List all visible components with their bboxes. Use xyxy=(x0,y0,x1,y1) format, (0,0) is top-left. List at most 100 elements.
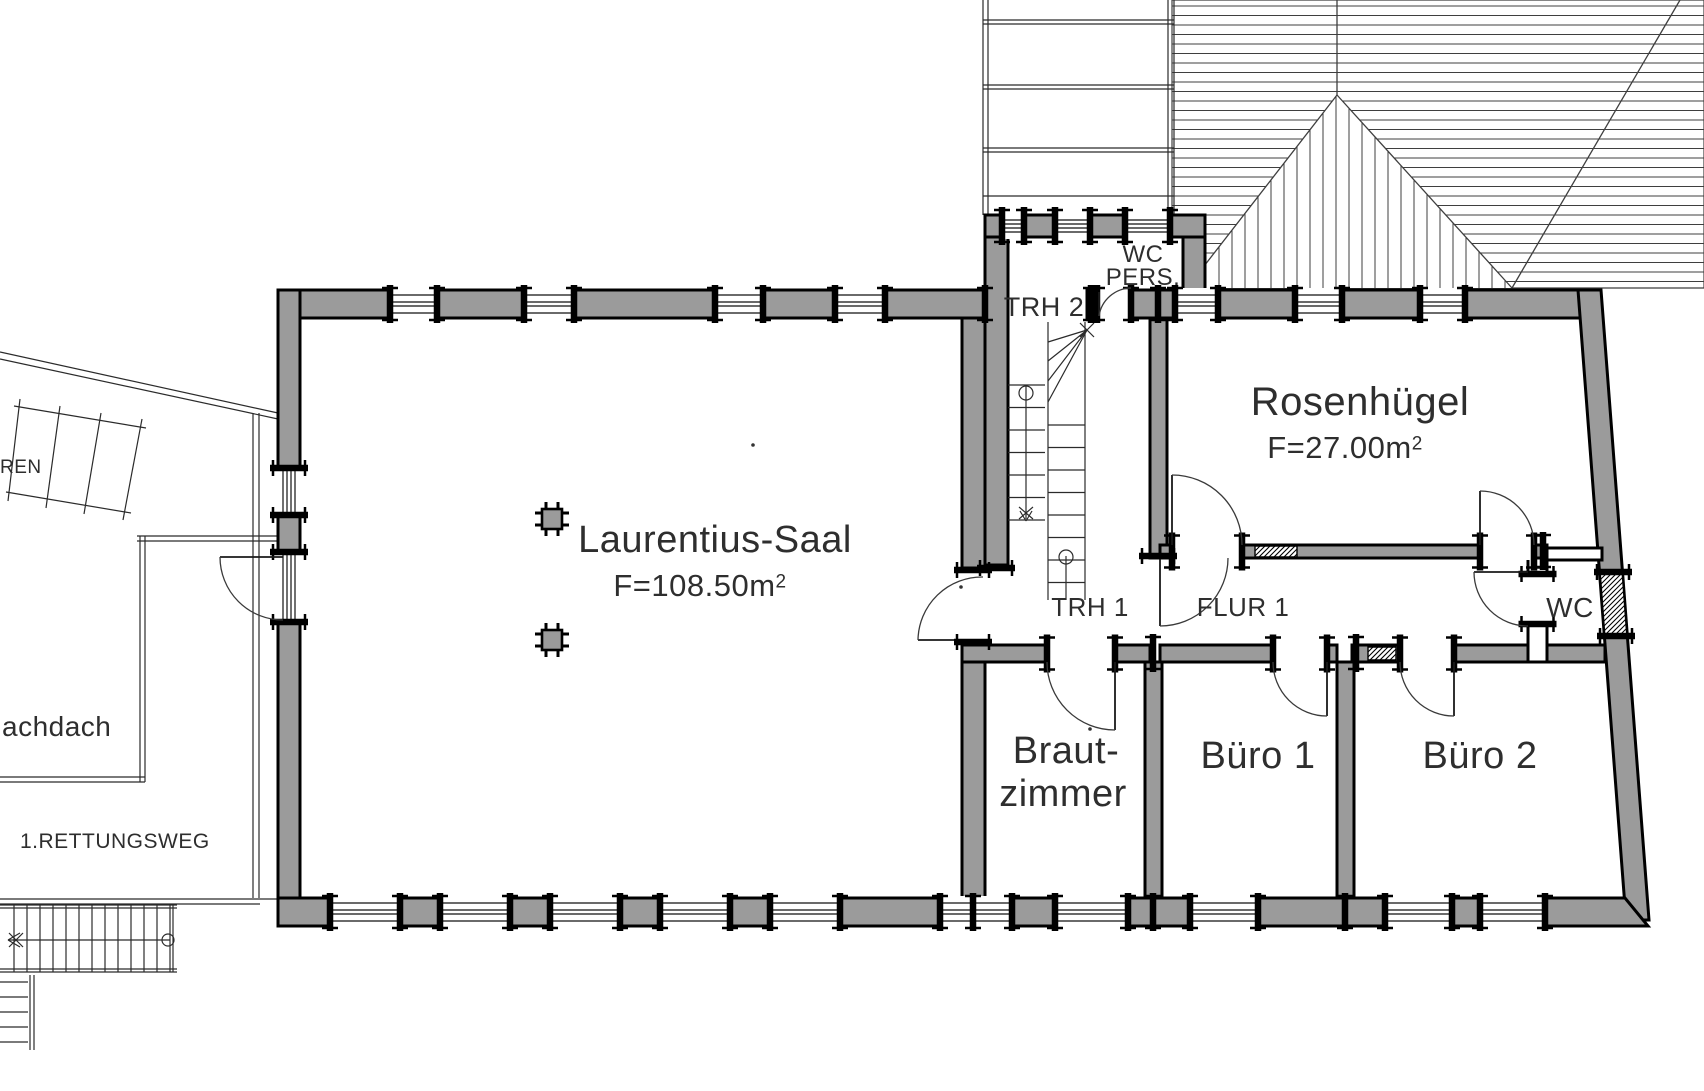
plan-dot xyxy=(1088,727,1092,731)
wall-anchor-mark xyxy=(1120,893,1136,931)
label-wc-pers-line1: WC xyxy=(1123,241,1164,268)
door-swing-arc xyxy=(219,556,284,621)
wall-openings xyxy=(270,207,1557,931)
wall-anchor-mark xyxy=(1117,207,1133,245)
label-laurentius-saal: Laurentius-Saal xyxy=(578,519,852,561)
label-saal-area: F=108.50m2 xyxy=(613,568,786,603)
wall-anchor-mark xyxy=(722,893,738,931)
hatch-line xyxy=(1600,570,1627,638)
walkline-start-circle xyxy=(1058,549,1074,565)
door-rosenhuegel-se xyxy=(1479,490,1535,546)
wall-opening xyxy=(276,468,302,515)
wall-opening xyxy=(1420,288,1465,320)
walkline-arrow xyxy=(7,932,21,941)
wall-anchor-mark xyxy=(382,285,398,323)
wall-anchor-mark xyxy=(1412,285,1428,323)
label-flur1: FLUR 1 xyxy=(1197,592,1290,622)
wall-anchor-mark xyxy=(1004,893,1020,931)
label-trh1: TRH 1 xyxy=(1051,592,1129,622)
door-swing-arc xyxy=(1473,571,1529,627)
column xyxy=(535,623,569,657)
wall-opening xyxy=(660,896,730,928)
wall-anchor-mark xyxy=(977,285,993,323)
walkline-arrow xyxy=(1019,510,1027,522)
hatch-line xyxy=(1611,570,1627,638)
door-wc-pers xyxy=(1098,287,1132,317)
label-rosenhuegel-area-sup: 2 xyxy=(1412,433,1423,454)
wall-anchor-mark xyxy=(1594,564,1632,580)
door-buero1 xyxy=(1272,661,1328,717)
label-buero2: Büro 2 xyxy=(1423,735,1538,777)
wall-anchor-mark xyxy=(762,893,778,931)
hatch-line xyxy=(1600,570,1627,638)
column-square xyxy=(540,507,564,531)
label-buero1-text: Büro 1 xyxy=(1201,735,1316,777)
wall-opening xyxy=(330,896,400,928)
wall-anchor-mark xyxy=(1597,628,1635,644)
plan-dot xyxy=(751,443,755,447)
column-square xyxy=(540,628,564,652)
stair-flight-east xyxy=(1047,322,1095,600)
hatch-lines xyxy=(1368,647,1396,660)
walkline-cross xyxy=(1018,506,1034,520)
hatch-line xyxy=(1263,546,1276,557)
label-rosenhuegel-area: F=27.00m2 xyxy=(1267,430,1423,465)
wall-anchor-mark xyxy=(392,893,408,931)
label-buero1: Büro 1 xyxy=(1201,735,1316,777)
room-labels: Laurentius-SaalF=108.50m2RosenhügelF=27.… xyxy=(0,241,1594,853)
label-saal-area-sup: 2 xyxy=(776,571,787,592)
hatch-line xyxy=(1600,570,1621,638)
hatch-line xyxy=(1368,647,1374,660)
wall-braut-buero1 xyxy=(1143,660,1164,900)
wall-opening xyxy=(1480,543,1534,560)
hatch-line xyxy=(1255,546,1261,557)
wall-anchor-mark xyxy=(1535,532,1551,570)
walkline-arrow xyxy=(7,939,21,948)
tilted-grid-line xyxy=(13,405,147,429)
wall-anchor-mark xyxy=(707,285,723,323)
wall-anchor-mark xyxy=(1348,634,1364,672)
wall-opening xyxy=(1273,643,1327,664)
wall-anchor-mark xyxy=(932,893,948,931)
label-wc-text: WC xyxy=(1546,592,1594,623)
wall-wc-north xyxy=(1545,546,1604,562)
walkline-start-circle xyxy=(161,933,175,947)
tilted-grid-line xyxy=(122,418,143,521)
wall-anchor-mark xyxy=(1145,634,1161,672)
wall-braut-west xyxy=(960,643,987,900)
wall-opening xyxy=(1002,213,1024,239)
wall-anchor-mark xyxy=(1047,893,1063,931)
wall-anchor-mark xyxy=(612,893,628,931)
tilted-grid-line xyxy=(7,398,21,502)
flat-roof-line xyxy=(0,351,279,414)
wall-opening xyxy=(390,288,437,320)
wall-anchor-mark xyxy=(1016,207,1032,245)
wall-anchor-mark xyxy=(832,893,848,931)
label-ren: REN xyxy=(0,457,42,478)
label-brautzimmer-line1-text: Braut- xyxy=(1013,730,1119,772)
hatch-line xyxy=(1606,570,1627,638)
roof-hip-edge xyxy=(1336,94,1513,289)
label-trh2: TRH 2 xyxy=(1004,292,1085,322)
label-wc-pers-line2: PERS. xyxy=(1106,264,1181,291)
wall-anchor-mark xyxy=(1047,207,1063,245)
door-swing-arc xyxy=(1159,557,1229,627)
wall-opening xyxy=(276,552,302,622)
wall-anchor-mark xyxy=(566,285,582,323)
wall-anchor-mark xyxy=(1337,893,1353,931)
hatch-line xyxy=(1288,546,1297,557)
wall-anchor-mark xyxy=(954,634,992,650)
door-brautzimmer xyxy=(1046,661,1116,731)
walkline-start-circle xyxy=(1018,385,1034,401)
wall-anchor-mark xyxy=(1167,285,1183,323)
wall-opening xyxy=(835,288,885,320)
wall-anchor-mark xyxy=(516,285,532,323)
wall-anchor-mark xyxy=(542,893,558,931)
hatch-line xyxy=(1389,647,1396,660)
label-saal-area-text: F=108.50m xyxy=(613,568,775,603)
label-rosenhuegel-area-text: F=27.00m xyxy=(1267,430,1411,465)
flat-roof-line xyxy=(0,358,279,420)
wall-opening xyxy=(524,288,574,320)
label-wc-pers-line1-text: WC xyxy=(1123,241,1164,268)
